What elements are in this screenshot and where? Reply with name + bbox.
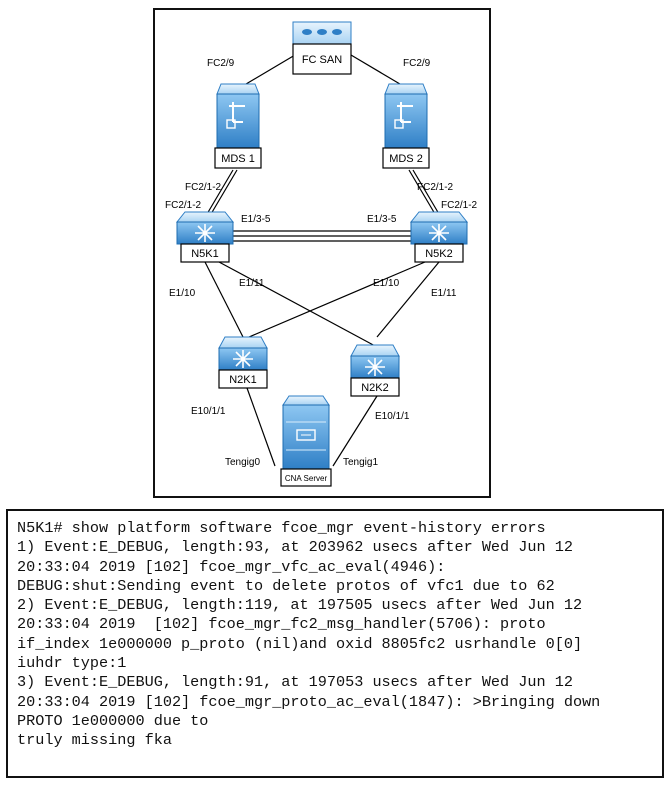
console-line: if_index 1e000000 p_proto (nil)and oxid … xyxy=(17,634,583,653)
port-mds2-san: FC2/9 xyxy=(403,58,431,69)
port-n2k1-host: E10/1/1 xyxy=(191,406,226,417)
console-output: N5K1# show platform software fcoe_mgr ev… xyxy=(6,509,664,778)
link-mds2-n5k2-b xyxy=(412,169,440,215)
mds2-label: MDS 2 xyxy=(389,153,423,165)
console-line: truly missing fka xyxy=(17,731,172,750)
port-labels: FC2/9 FC2/9 FC2/1-2 FC2/1-2 FC2/1-2 FC2/… xyxy=(165,58,478,468)
cna-server-device: CNA Server xyxy=(280,395,332,487)
port-n5k1-peer: E1/3-5 xyxy=(241,214,271,225)
port-n5k1-e110: E1/10 xyxy=(169,288,196,299)
console-line: 2) Event:E_DEBUG, length:119, at 197505 … xyxy=(17,596,583,615)
links xyxy=(204,54,440,467)
console-line: 1) Event:E_DEBUG, length:93, at 203962 u… xyxy=(17,538,573,557)
n2k2-device: N2K2 xyxy=(350,344,400,397)
port-n5k2-e110: E1/10 xyxy=(373,278,400,289)
console-line: DEBUG:shut:Sending event to delete proto… xyxy=(17,576,555,595)
n2k1-device: N2K1 xyxy=(218,336,268,389)
port-cna-left: Tengig0 xyxy=(225,457,260,468)
n5k2-device: N5K2 xyxy=(409,211,469,263)
link-n5k1-n2k1 xyxy=(204,261,244,338)
port-mds1-down: FC2/1-2 xyxy=(185,182,222,193)
port-mds2-down: FC2/1-2 xyxy=(417,182,454,193)
link-n5k2-n2k2 xyxy=(376,261,440,338)
n2k2-label: N2K2 xyxy=(361,382,389,394)
link-n5k2-n2k1 xyxy=(248,261,426,338)
link-n5k1-n2k2 xyxy=(218,261,378,348)
port-cna-right: Tengig1 xyxy=(343,457,378,468)
n5k1-label: N5K1 xyxy=(191,248,219,260)
mds2-device: MDS 2 xyxy=(382,83,430,169)
port-n5k2-up: FC2/1-2 xyxy=(441,200,478,211)
port-n2k2-host: E10/1/1 xyxy=(375,411,410,422)
console-line: 20:33:04 2019 [102] fcoe_mgr_vfc_ac_eval… xyxy=(17,557,446,576)
link-n2k1-cna xyxy=(246,387,276,467)
link-n2k2-cna xyxy=(332,395,378,467)
cna-server-label: CNA Server xyxy=(285,474,328,483)
link-mds1-n5k1-b xyxy=(210,169,238,215)
console-line: iuhdr type:1 xyxy=(17,654,127,673)
console-line: 20:33:04 2019 [102] fcoe_mgr_fc2_msg_han… xyxy=(17,615,546,634)
port-n5k1-e111: E1/11 xyxy=(239,278,265,289)
port-n5k2-e111: E1/11 xyxy=(431,288,457,299)
n5k1-device: N5K1 xyxy=(175,211,235,263)
topology-svg: FC SAN MDS 1 MDS 2 N5K1 xyxy=(165,21,478,487)
console-line: 20:33:04 2019 [102] fcoe_mgr_proto_ac_ev… xyxy=(17,692,601,711)
port-n5k2-peer: E1/3-5 xyxy=(367,214,397,225)
console-line: N5K1# show platform software fcoe_mgr ev… xyxy=(17,519,546,537)
link-mds2-fcsan xyxy=(350,54,406,88)
port-mds1-san: FC2/9 xyxy=(207,58,235,69)
link-mds1-n5k1-a xyxy=(206,169,234,215)
link-mds1-fcsan xyxy=(240,54,296,88)
console-line: 3) Event:E_DEBUG, length:91, at 197053 u… xyxy=(17,673,573,692)
n5k2-label: N5K2 xyxy=(425,248,453,260)
fc-san-device: FC SAN xyxy=(292,21,352,75)
fc-san-label: FC SAN xyxy=(302,54,342,66)
topology-diagram: FC SAN MDS 1 MDS 2 N5K1 xyxy=(153,8,491,498)
port-n5k1-up: FC2/1-2 xyxy=(165,200,202,211)
n2k1-label: N2K1 xyxy=(229,374,257,386)
mds1-device: MDS 1 xyxy=(214,83,262,169)
mds1-label: MDS 1 xyxy=(221,153,255,165)
console-line: PROTO 1e000000 due to xyxy=(17,711,209,730)
link-mds2-n5k2-a xyxy=(408,169,436,215)
